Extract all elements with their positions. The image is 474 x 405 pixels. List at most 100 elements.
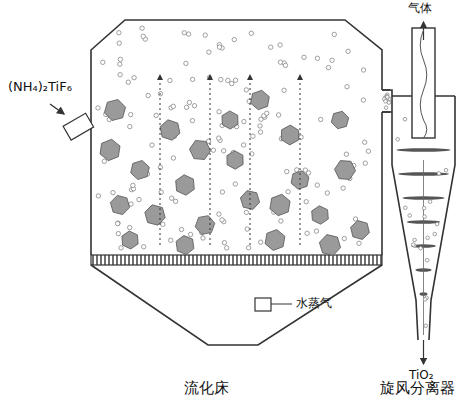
fine-particle — [140, 26, 144, 30]
bed-cone — [91, 265, 382, 345]
fine-particle — [142, 245, 146, 249]
fine-particle — [361, 68, 365, 72]
fine-particle — [444, 168, 448, 172]
vortex-line — [397, 148, 451, 152]
feed-particle — [265, 230, 285, 251]
fine-particle — [222, 149, 226, 153]
fine-particle — [116, 231, 120, 235]
fine-particle — [404, 206, 408, 210]
fine-particle — [179, 227, 183, 231]
feed-particle — [331, 111, 348, 128]
fine-particle — [325, 191, 329, 195]
fine-particle — [258, 130, 262, 134]
fine-particle — [188, 232, 192, 236]
flow-arrow — [160, 75, 161, 245]
fine-particle — [422, 206, 426, 210]
fine-particle — [385, 94, 389, 98]
fine-particle — [344, 152, 348, 156]
fine-particle — [161, 222, 165, 226]
fine-particle — [222, 241, 226, 245]
feed-particle — [351, 221, 370, 240]
gas-label: 气体 — [408, 2, 432, 15]
fine-particle — [361, 98, 365, 102]
feed-particle — [160, 120, 180, 140]
fine-particle — [225, 246, 229, 250]
fine-particle — [96, 106, 100, 110]
fine-particle — [126, 80, 130, 84]
fine-particle — [168, 78, 172, 82]
feed-arrow — [50, 104, 64, 114]
fine-particle — [342, 236, 346, 240]
feed-particle — [145, 205, 165, 225]
vortex-line — [423, 160, 424, 335]
fine-particle — [171, 104, 175, 108]
fine-particle — [396, 138, 400, 142]
fine-particle — [190, 77, 194, 81]
fine-particle — [412, 243, 416, 247]
feed-particle — [104, 100, 125, 121]
feed-particle — [222, 111, 238, 129]
fine-particle — [190, 118, 194, 122]
feed-particle — [131, 161, 150, 180]
fine-particle — [217, 45, 221, 49]
fine-particle — [345, 85, 349, 89]
distributor-plate — [91, 255, 382, 265]
fine-particle — [386, 95, 390, 99]
fine-particle — [230, 81, 234, 85]
fine-particle — [233, 78, 237, 82]
fine-particle — [403, 117, 407, 121]
fine-particle — [150, 143, 154, 147]
fine-particle — [184, 61, 188, 65]
feed-particle — [319, 235, 340, 256]
fine-particle — [244, 210, 248, 214]
fine-particle — [259, 240, 263, 244]
fine-particle — [226, 78, 230, 82]
fine-particle — [118, 57, 122, 61]
fine-particle — [146, 93, 150, 97]
fine-particle — [217, 212, 221, 216]
outlet-pipe — [382, 90, 392, 112]
fine-particle — [233, 182, 237, 186]
feed-particle — [122, 231, 138, 249]
fine-particle — [184, 105, 188, 109]
fine-particle — [169, 238, 173, 242]
feed-particle — [270, 194, 290, 215]
fine-particle — [187, 100, 191, 104]
fine-particle — [129, 112, 133, 116]
fine-particle — [303, 168, 307, 172]
fine-particle — [408, 214, 412, 218]
fine-particle — [232, 37, 236, 41]
fine-particle — [426, 236, 430, 240]
fine-particle — [137, 197, 141, 201]
feed-particle — [100, 139, 120, 160]
fine-particle — [428, 200, 432, 204]
fine-particle — [278, 43, 282, 47]
fine-particle — [285, 169, 289, 173]
fine-particle — [315, 56, 319, 60]
feed-particle — [251, 90, 270, 109]
fine-particle — [282, 88, 286, 92]
fine-particle — [201, 236, 205, 240]
fine-particle — [115, 221, 119, 225]
fine-particle — [154, 113, 158, 117]
fine-particle — [278, 60, 282, 64]
fine-particle — [437, 172, 441, 176]
fine-particle — [384, 106, 388, 110]
feed-inlet — [63, 113, 94, 140]
fine-particle — [207, 75, 211, 79]
fine-particle — [220, 218, 224, 222]
fine-particle — [211, 148, 215, 152]
fine-particle — [192, 104, 196, 108]
fine-particle — [413, 244, 417, 248]
fine-particle — [96, 194, 100, 198]
fine-particle — [319, 117, 323, 121]
fine-particle — [366, 149, 370, 153]
fine-particle — [251, 134, 255, 138]
feed-particle — [190, 141, 211, 160]
fine-particle — [131, 183, 135, 187]
bed-wall — [381, 112, 383, 255]
fine-particle — [265, 111, 269, 115]
fine-particle — [101, 60, 105, 64]
cyclone-caption: 旋风分离器 — [380, 380, 455, 397]
